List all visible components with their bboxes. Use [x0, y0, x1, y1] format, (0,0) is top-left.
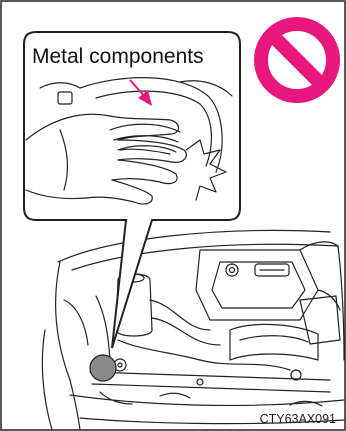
engine-bay-drawing: [42, 230, 344, 430]
figure-code: CTY63AX091: [260, 413, 336, 426]
terminal-highlight: [90, 355, 116, 381]
prohibition-icon: [261, 24, 333, 96]
callout-label: Metal components: [32, 46, 204, 67]
callout-bubble: [24, 32, 240, 348]
